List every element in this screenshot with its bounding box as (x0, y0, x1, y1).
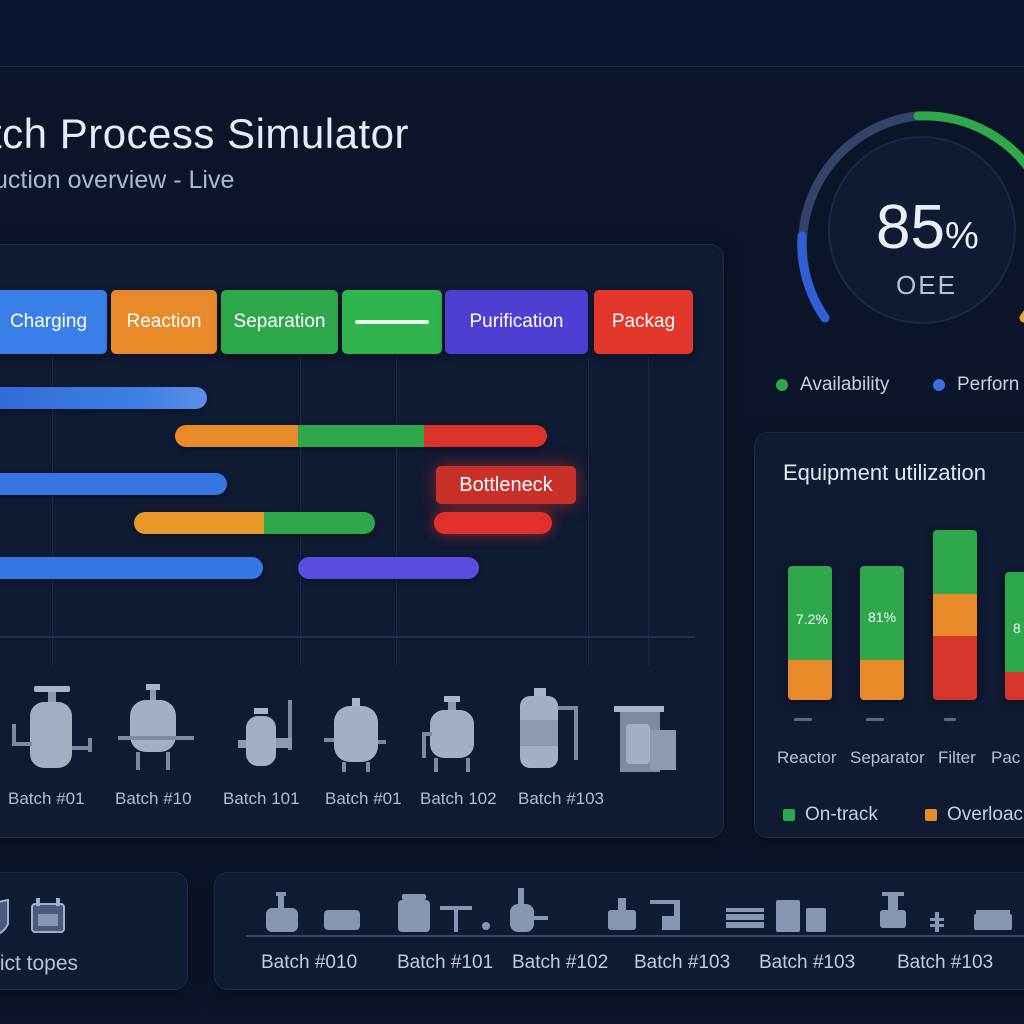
gantt-bar-charging[interactable] (0, 387, 207, 409)
conflict-types-panel (0, 872, 188, 990)
page-subtitle: uction overview - Live (0, 166, 235, 194)
legend-performance: Perforn (933, 374, 1019, 396)
stage-unlabeled[interactable] (342, 290, 442, 354)
separator-column-icon (520, 688, 578, 768)
timeline-batch-label: Batch #101 (397, 952, 494, 973)
dash-icon (355, 320, 429, 324)
grid-line (52, 356, 53, 666)
utilization-column-label: Reactor (777, 748, 837, 767)
legend-overload: Overloac (925, 804, 1023, 826)
pump-vessel-icon (238, 700, 292, 766)
bar-segment-critical (1005, 672, 1024, 700)
timeline-batch-label: Batch #103 (897, 952, 994, 973)
bar-segment-overload (933, 594, 977, 636)
legend-swatch (925, 809, 937, 821)
gantt-bar-multistage[interactable] (175, 425, 547, 447)
legend-label: On-track (805, 804, 878, 825)
utilization-value: 7.2% (796, 611, 828, 627)
timeline-batch-label: Batch #102 (512, 952, 609, 973)
oee-gauge (797, 111, 1024, 324)
gantt-axis (0, 636, 695, 638)
utilization-bar-reactor[interactable] (788, 566, 832, 700)
legend-dot (933, 379, 945, 391)
oee-label: OEE (896, 270, 957, 300)
reactor-vessel-icon (118, 684, 194, 770)
utilization-column-label: Separator (850, 748, 925, 767)
timeline-equipment-icons (266, 888, 1012, 932)
equipment-label: Batch #01 (8, 789, 85, 808)
conflict-types-label: fict topes (0, 952, 79, 975)
grid-line (300, 356, 301, 666)
oee-value: 85% (876, 192, 979, 263)
timeline-batch-label: Batch #103 (759, 952, 856, 973)
stage-purification[interactable]: Purification (445, 290, 588, 354)
legend-dot (776, 379, 788, 391)
stage-reaction[interactable]: Reaction (111, 290, 217, 354)
utilization-bar-separator[interactable] (860, 566, 904, 700)
gantt-bar-purification[interactable] (298, 557, 479, 579)
oee-arc-availability (913, 111, 1024, 170)
grid-line (396, 356, 397, 666)
storage-tank-icon (324, 698, 386, 772)
batch-timeline-panel (214, 872, 1024, 990)
legend-label: Overloac (947, 804, 1024, 825)
bar-segment-ontrack (1005, 572, 1024, 672)
utilization-bar-filter[interactable] (933, 530, 977, 700)
bar-segment-ontrack (933, 530, 977, 594)
shield-icon (0, 898, 65, 935)
utilization-column-label: Pac (991, 748, 1021, 767)
legend-swatch (783, 809, 795, 821)
stage-packaging[interactable]: Packag (594, 290, 693, 354)
tank-vessel-icon (12, 686, 92, 768)
page-title: tch Process Simulator (0, 110, 409, 157)
bar-segment-critical (933, 636, 977, 700)
grid-line (588, 356, 589, 666)
axis-tick (866, 718, 884, 721)
grid-line (648, 356, 649, 666)
mixer-vessel-icon (422, 696, 474, 772)
stage-label: Packag (611, 311, 676, 332)
legend-availability: Availability (776, 374, 889, 396)
stage-label: Separation (233, 311, 326, 332)
legend-label: Perforn (957, 374, 1020, 395)
equipment-label: Batch #103 (518, 789, 605, 808)
oee-number: 85 (876, 193, 945, 262)
gantt-bar-charging[interactable] (0, 557, 263, 579)
gantt-bar-charging[interactable] (0, 473, 227, 495)
oee-arc-performance (797, 231, 830, 323)
top-bar (0, 0, 1024, 67)
packaging-machine-icon (614, 706, 676, 772)
gantt-bar-bottleneck[interactable] (434, 512, 552, 534)
equipment-label: Batch 101 (223, 789, 300, 808)
bar-segment-ontrack (860, 566, 904, 660)
utilization-value: 81% (868, 609, 897, 625)
utilization-value: 8 (1013, 620, 1021, 636)
bar-segment-overload (788, 660, 832, 700)
equipment-label: Batch #10 (115, 789, 192, 808)
equipment-label: Batch 102 (420, 789, 497, 808)
timeline-batch-label: Batch #103 (634, 952, 731, 973)
timeline-batch-label: Batch #010 (261, 952, 358, 973)
bar-segment-ontrack (788, 566, 832, 660)
axis-tick (944, 718, 956, 721)
stage-label: Reaction (126, 311, 202, 332)
utilization-title: Equipment utilization (783, 460, 987, 485)
timeline-line (246, 935, 1024, 937)
stage-label: Charging (9, 311, 88, 332)
stage-label: Purification (469, 311, 564, 332)
utilization-bar-packaging[interactable] (1005, 572, 1024, 700)
gantt-bar-reaction-separation[interactable] (134, 512, 375, 534)
axis-tick (794, 718, 812, 721)
legend-on-track: On-track (783, 804, 878, 826)
utilization-column-label: Filter (938, 748, 976, 767)
bar-segment-overload (860, 660, 904, 700)
stage-charging[interactable]: Charging (0, 290, 107, 354)
oee-unit: % (944, 215, 979, 257)
stage-separation[interactable]: Separation (221, 290, 338, 354)
bottleneck-badge[interactable]: Bottleneck (436, 466, 576, 504)
legend-label: Availability (800, 374, 890, 395)
equipment-label: Batch #01 (325, 789, 402, 808)
